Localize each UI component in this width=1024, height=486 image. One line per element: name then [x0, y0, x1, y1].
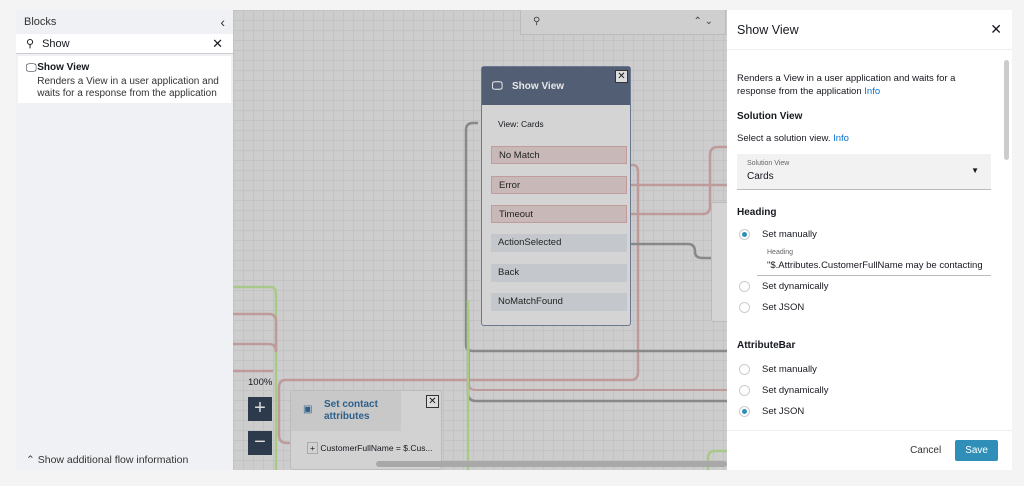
radio-label: Set manually — [762, 229, 817, 240]
result-description: Renders a View in a user application and… — [37, 76, 219, 99]
zoom-in-button[interactable]: + — [248, 397, 272, 421]
radio-icon — [739, 406, 750, 417]
properties-panel: Show View ✕ Renders a View in a user appl… — [727, 10, 1012, 470]
cancel-button[interactable]: Cancel — [910, 445, 942, 456]
node-title: Set contact attributes — [291, 391, 401, 431]
radio-label: Set JSON — [762, 406, 805, 417]
show-flow-info-toggle[interactable]: ⌃ Show additional flow information — [26, 454, 188, 466]
radio-label: Set JSON — [762, 302, 805, 313]
partial-node[interactable] — [711, 202, 727, 322]
result-title: Show View — [37, 62, 90, 73]
show-view-node[interactable]: 🖵Show View ✕ View: Cards No Match Error … — [481, 66, 631, 326]
heading-set-dynamically-radio[interactable]: Set dynamically — [737, 276, 992, 297]
heading-set-manually-radio[interactable]: Set manually — [737, 224, 992, 245]
vertical-scrollbar[interactable] — [1004, 60, 1009, 160]
plus-icon[interactable]: + — [307, 442, 318, 454]
branch-action-selected[interactable]: ActionSelected — [491, 234, 627, 252]
branch-timeout[interactable]: Timeout — [491, 205, 627, 223]
attribute-item: + CustomerFullName = $.Cus... — [307, 442, 433, 454]
collapse-chevron-icon[interactable]: ‹ — [220, 14, 225, 30]
connection-line — [625, 242, 717, 260]
heading-field-label: Heading — [767, 249, 794, 256]
heading-field-value: "$.Attributes.CustomerFullName may be co… — [767, 260, 983, 271]
attributebar-section-title: AttributeBar — [737, 340, 796, 351]
blocks-search[interactable]: ⚲ Show ✕ — [16, 34, 233, 54]
node-subtitle: View: Cards — [498, 119, 544, 129]
close-node-button[interactable]: ✕ — [615, 70, 628, 83]
radio-label: Set dynamically — [762, 281, 829, 292]
connection-line — [468, 350, 727, 391]
heading-input[interactable]: Heading "$.Attributes.CustomerFullName ma… — [757, 245, 991, 276]
select-label: Solution View — [747, 160, 790, 167]
chevron-up-icon[interactable]: ⌃ — [693, 16, 702, 27]
select-value: Cards — [747, 171, 774, 182]
contact-card-icon: ▣ — [303, 404, 313, 415]
attributebar-set-manually-radio[interactable]: Set manually — [737, 359, 992, 380]
connection-line — [706, 449, 727, 470]
clear-icon[interactable]: ✕ — [212, 35, 223, 51]
blocks-title: Blocks — [24, 16, 57, 28]
zoom-out-button[interactable]: − — [248, 431, 272, 455]
branch-back[interactable]: Back — [491, 264, 627, 282]
chevron-down-icon[interactable]: ⌄ — [704, 16, 713, 27]
search-icon: ⚲ — [533, 16, 541, 27]
connection-line — [233, 312, 278, 350]
radio-icon — [739, 281, 750, 292]
save-button[interactable]: Save — [955, 440, 998, 461]
close-icon[interactable]: ✕ — [990, 21, 1002, 37]
attribute-item-label: CustomerFullName = $.Cus... — [320, 443, 433, 453]
connection-line — [464, 121, 727, 353]
info-link[interactable]: Info — [864, 86, 881, 97]
horizontal-scrollbar[interactable] — [376, 461, 727, 467]
connection-line — [277, 163, 640, 445]
heading-section-title: Heading — [737, 207, 777, 218]
search-input[interactable]: Show — [42, 37, 70, 50]
radio-icon — [739, 302, 750, 313]
caret-down-icon: ▼ — [971, 166, 979, 175]
monitor-icon: 🖵 — [26, 62, 37, 74]
connection-line — [233, 285, 278, 470]
branch-no-match[interactable]: No Match — [491, 146, 627, 164]
attributebar-set-json-radio[interactable]: Set JSON — [737, 401, 992, 422]
panel-description: Renders a View in a user application and… — [737, 73, 956, 97]
flow-canvas[interactable]: ⚲ ⌃ ⌄ 🖵 Show View ✕ View: Cards No Match E… — [233, 10, 727, 470]
chevron-up-icon: ⌃ — [26, 454, 35, 466]
close-node-button[interactable]: ✕ — [426, 395, 439, 408]
set-contact-attributes-node[interactable]: Set contact attributes ▣ ✕ + CustomerFul… — [290, 390, 442, 470]
info-link[interactable]: Info — [833, 133, 849, 144]
branch-error[interactable]: Error — [491, 176, 627, 194]
monitor-icon: 🖵 — [492, 80, 503, 92]
zoom-level: 100% — [248, 377, 273, 388]
radio-icon — [739, 364, 750, 375]
connection-line — [625, 145, 727, 216]
canvas-search[interactable]: ⚲ ⌃ ⌄ — [520, 10, 726, 35]
radio-icon — [739, 385, 750, 396]
radio-label: Set manually — [762, 364, 817, 375]
solution-view-heading: Solution View — [737, 111, 803, 122]
solution-view-prompt: Select a solution view. — [737, 133, 831, 144]
radio-icon — [739, 229, 750, 240]
attributebar-set-dynamically-radio[interactable]: Set dynamically — [737, 380, 992, 401]
panel-title: Show View — [737, 22, 799, 37]
connection-line — [233, 342, 278, 353]
branch-no-match-found[interactable]: NoMatchFound — [491, 293, 627, 311]
node-title: Show View — [512, 80, 565, 92]
search-icon: ⚲ — [26, 38, 35, 50]
heading-set-json-radio[interactable]: Set JSON — [737, 297, 992, 318]
radio-label: Set dynamically — [762, 385, 829, 396]
show-flow-info-label: Show additional flow information — [37, 454, 189, 466]
connections — [233, 121, 727, 470]
